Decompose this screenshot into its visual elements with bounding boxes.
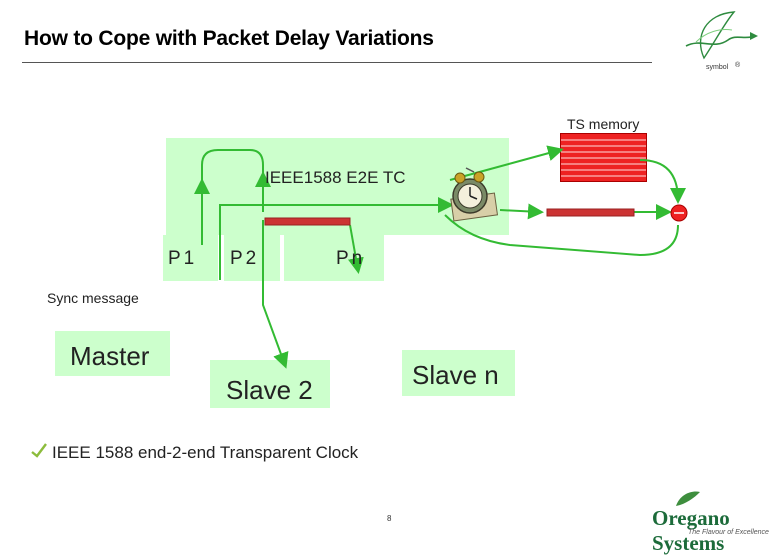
port-p2-label: P2 <box>230 248 260 269</box>
symbol-logo-text: symbol <box>706 64 729 71</box>
slaven-box <box>402 350 515 396</box>
tc-label: IEEE1588 E2E TC <box>265 168 406 187</box>
slave2-box <box>210 360 330 408</box>
oregano-leaf-icon <box>676 491 700 506</box>
slave2-label: Slave 2 <box>226 375 313 405</box>
port-p2-box <box>224 235 280 281</box>
memory-to-subtract-arrow <box>639 159 686 204</box>
sync-message-label: Sync message <box>47 290 139 306</box>
port-pn-box <box>284 235 384 281</box>
p1-loop-path <box>201 149 264 245</box>
alarm-clock-icon <box>450 167 499 222</box>
master-label: Master <box>70 341 150 371</box>
port-p1-label: P1 <box>168 248 198 269</box>
connector-layer <box>194 145 688 369</box>
master-box <box>55 331 170 376</box>
port-pn-label: Pn <box>336 248 366 269</box>
lower-return-path <box>444 214 679 257</box>
p1-to-clock-arrow <box>219 197 454 280</box>
page-title: How to Cope with Packet Delay Variations <box>24 27 434 50</box>
clock-to-memory-arrow <box>449 145 564 181</box>
port-p1-box <box>163 235 218 281</box>
to-pn-arrow <box>348 224 364 274</box>
to-slave2-arrow <box>262 220 289 369</box>
slaven-label: Slave n <box>412 360 499 390</box>
registered-mark: ® <box>735 62 741 69</box>
sync-packet-bar-out <box>546 208 635 217</box>
oregano-tagline: The Flavour of Excellence <box>688 529 769 536</box>
ts-memory-stack <box>560 133 647 182</box>
symbol-logo <box>685 11 758 60</box>
clock-to-bar-arrow <box>499 203 544 220</box>
sync-packet-bar-tc <box>264 217 351 226</box>
title-divider <box>22 62 652 63</box>
ts-memory-label: TS memory <box>567 116 640 132</box>
bullet-text: IEEE 1588 end-2-end Transparent Clock <box>52 443 359 462</box>
page-number: 8 <box>387 514 392 523</box>
checkmark-bullet-icon <box>31 443 47 458</box>
